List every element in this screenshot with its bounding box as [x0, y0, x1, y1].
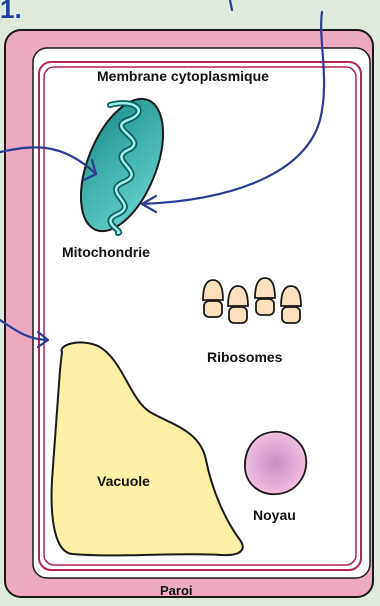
ribosome: [281, 286, 301, 323]
corner-text: 1.: [0, 0, 22, 22]
ribosome: [228, 286, 248, 323]
vacuole-label: Vacuole: [97, 474, 150, 488]
ribosomes-label: Ribosomes: [207, 350, 282, 364]
mitochondria-label: Mitochondrie: [62, 245, 150, 259]
ribosome: [255, 278, 275, 315]
nucleus: [245, 432, 306, 494]
ribosome: [203, 280, 223, 317]
membrane-label: Membrane cytoplasmique: [97, 69, 269, 83]
wall-label: Paroi: [160, 584, 193, 597]
top-pen-mark: [230, 0, 232, 10]
nucleus-label: Noyau: [253, 508, 296, 522]
